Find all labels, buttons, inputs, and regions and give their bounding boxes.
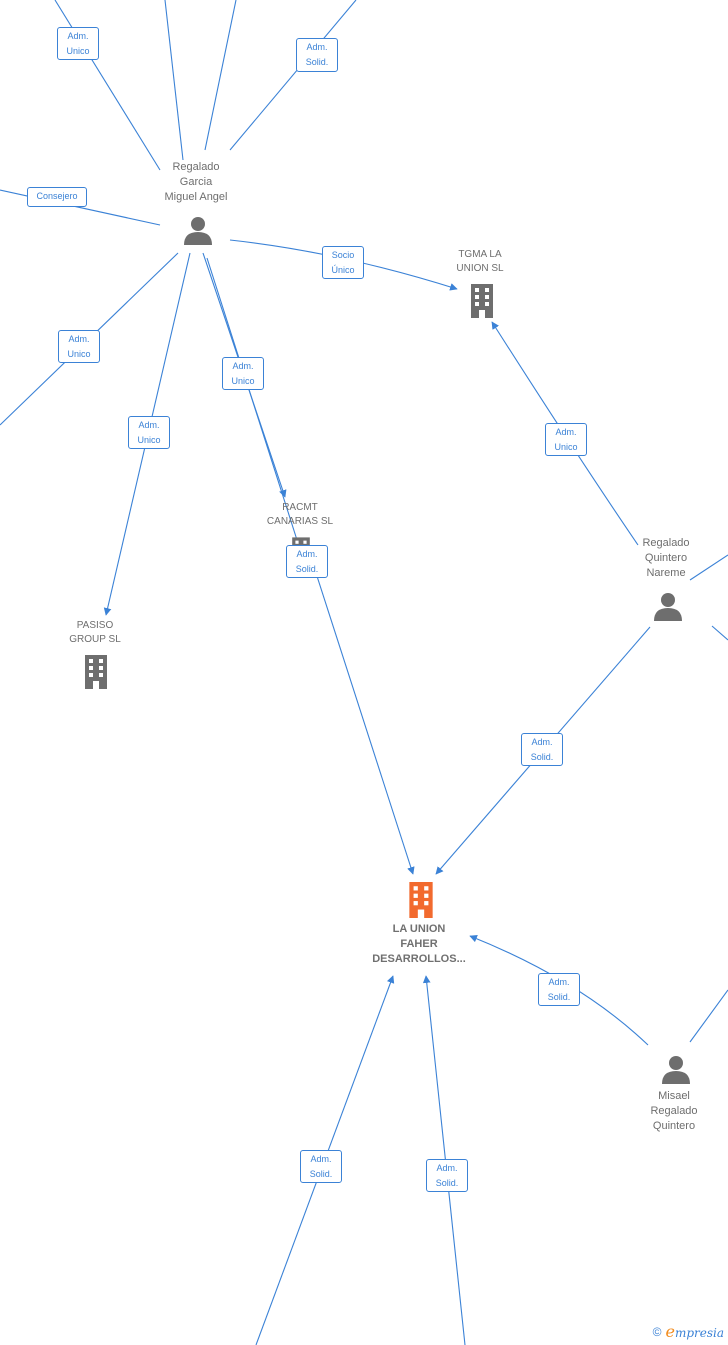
role-badge-adm-solid[interactable]: Adm. Solid. xyxy=(538,973,580,1006)
node-label-regalado-quintero[interactable]: Regalado Quintero Nareme xyxy=(642,537,690,579)
edge-line xyxy=(204,0,237,151)
edge-line xyxy=(0,189,161,226)
role-badge-adm-solid[interactable]: Adm. Solid. xyxy=(286,545,328,578)
edge-line xyxy=(689,989,728,1043)
edge-line xyxy=(206,257,298,541)
edge-line xyxy=(711,625,728,641)
edge-line xyxy=(54,0,161,171)
edge-line xyxy=(229,0,357,151)
person-icon[interactable] xyxy=(183,215,213,245)
building-icon[interactable] xyxy=(81,655,111,689)
edge-line xyxy=(164,0,184,161)
edge-line xyxy=(689,554,728,581)
role-badge-adm-solid[interactable]: Adm. Solid. xyxy=(521,733,563,766)
empresia-watermark[interactable]: © empresia xyxy=(653,1322,724,1341)
person-icon[interactable] xyxy=(661,1054,691,1084)
node-label-la-union[interactable]: LA UNION FAHER DESARROLLOS... xyxy=(372,923,466,965)
copyright-symbol: © xyxy=(652,1324,662,1339)
empresia-logo: empresia xyxy=(665,1322,724,1341)
role-badge-adm-solid[interactable]: Adm. Solid. xyxy=(296,38,338,72)
edge-adm-solid-racmt xyxy=(314,569,415,875)
role-badge-adm-unico[interactable]: Adm. Unico xyxy=(57,27,99,60)
role-badge-consejero[interactable]: Consejero xyxy=(27,187,87,207)
person-icon[interactable] xyxy=(653,591,683,621)
node-label-pasiso[interactable]: PASISO GROUP SL xyxy=(69,620,121,645)
role-badge-adm-unico[interactable]: Adm. Unico xyxy=(58,330,100,363)
role-badge-adm-solid[interactable]: Adm. Solid. xyxy=(300,1150,342,1183)
role-badge-adm-unico[interactable]: Adm. Unico xyxy=(545,423,587,456)
building-icon[interactable] xyxy=(467,284,497,318)
node-label-racmt[interactable]: RACMT CANARIAS SL xyxy=(266,502,334,527)
role-badge-socio-unico[interactable]: Socio Único xyxy=(322,246,364,279)
node-label-tgma[interactable]: TGMA LA UNION SL xyxy=(456,249,504,274)
main-building-icon[interactable] xyxy=(405,882,437,918)
role-badge-adm-unico[interactable]: Adm. Unico xyxy=(222,357,264,390)
node-label-regalado-garcia[interactable]: Regalado Garcia Miguel Angel xyxy=(164,161,228,203)
role-badge-adm-solid[interactable]: Adm. Solid. xyxy=(426,1159,468,1192)
role-badge-adm-unico[interactable]: Adm. Unico xyxy=(128,416,170,449)
node-label-misael[interactable]: Misael Regalado Quintero xyxy=(650,1090,698,1132)
